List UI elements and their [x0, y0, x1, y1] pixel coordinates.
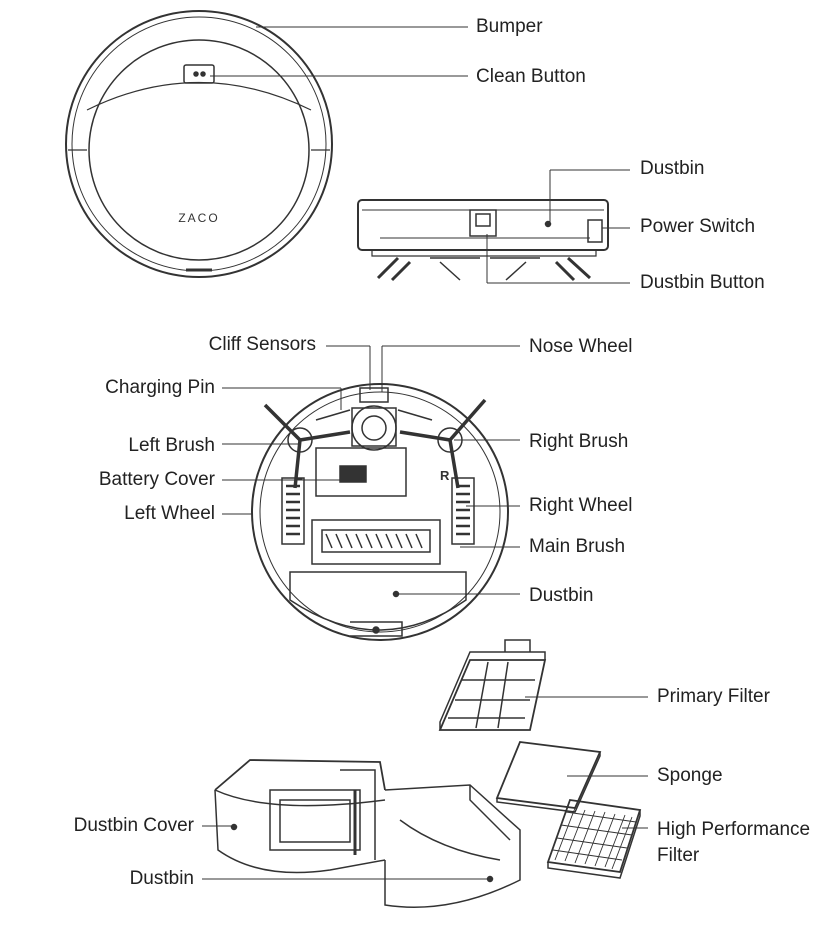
clean-button[interactable] [183, 64, 215, 84]
bottom-view: L R [251, 383, 509, 641]
battery-cover [315, 447, 407, 497]
dustbin-button[interactable] [469, 209, 497, 237]
label-charging-pin: Charging Pin [105, 377, 215, 398]
open-dustbin-drawing [214, 759, 521, 908]
top-view: ZACO [65, 10, 333, 278]
cliff-sensor [359, 387, 389, 403]
label-nose-wheel: Nose Wheel [529, 336, 633, 357]
label-hp-filter-line1: High Performance [657, 819, 811, 840]
left-wheel [281, 477, 305, 545]
label-dustbin-top: Dustbin [640, 158, 705, 179]
label-left-brush: Left Brush [128, 435, 215, 456]
hp-filter-drawing [546, 799, 642, 879]
power-switch[interactable] [587, 219, 603, 243]
left-marker: L [295, 468, 303, 483]
label-cliff-sensors: Cliff Sensors [208, 334, 316, 355]
side-view [357, 199, 609, 282]
brand-mark: ZACO [178, 211, 219, 225]
label-dustbin-bottom: Dustbin [529, 585, 594, 606]
label-left-wheel: Left Wheel [124, 503, 215, 524]
label-primary-filter: Primary Filter [657, 686, 770, 707]
label-right-wheel: Right Wheel [529, 495, 633, 516]
label-hp-filter-line2: Filter [657, 845, 700, 866]
leader-lines [202, 26, 648, 880]
label-bumper: Bumper [476, 16, 543, 37]
label-dustbin-lower: Dustbin [129, 868, 194, 889]
label-right-brush: Right Brush [529, 431, 629, 452]
label-sponge: Sponge [657, 765, 723, 786]
label-main-brush: Main Brush [529, 536, 626, 557]
label-clean-button: Clean Button [476, 66, 586, 87]
bottom-dustbin [289, 571, 467, 631]
right-wheel [451, 477, 475, 545]
label-dustbin-button: Dustbin Button [640, 272, 765, 293]
nose-wheel [351, 405, 397, 451]
right-marker: R [440, 468, 450, 483]
main-brush [311, 519, 441, 565]
primary-filter-drawing [438, 639, 547, 731]
label-power-switch: Power Switch [640, 216, 756, 237]
label-dustbin-cover: Dustbin Cover [73, 815, 194, 836]
label-battery-cover: Battery Cover [98, 469, 215, 490]
